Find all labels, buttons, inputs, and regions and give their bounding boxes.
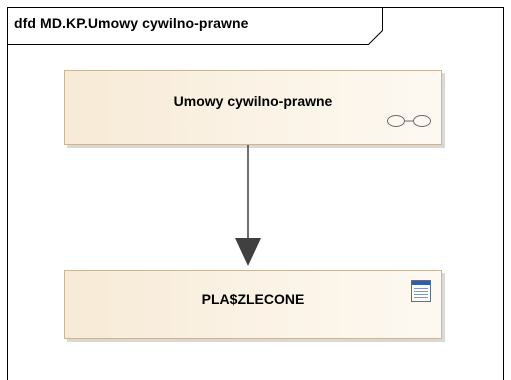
process-node-label: Umowy cywilno-prawne xyxy=(173,93,333,109)
composite-link-icon xyxy=(387,115,431,127)
process-node-umowy[interactable]: Umowy cywilno-prawne xyxy=(64,70,442,145)
datastore-node-label: PLA$ZLECONE xyxy=(201,291,305,307)
datastore-table-icon xyxy=(411,280,431,302)
diagram-frame xyxy=(7,7,504,380)
frame-title-tab xyxy=(7,7,383,45)
frame-title: dfd MD.KP.Umowy cywilno-prawne xyxy=(14,15,249,31)
datastore-node-pla-zlecone[interactable]: PLA$ZLECONE xyxy=(64,270,442,339)
